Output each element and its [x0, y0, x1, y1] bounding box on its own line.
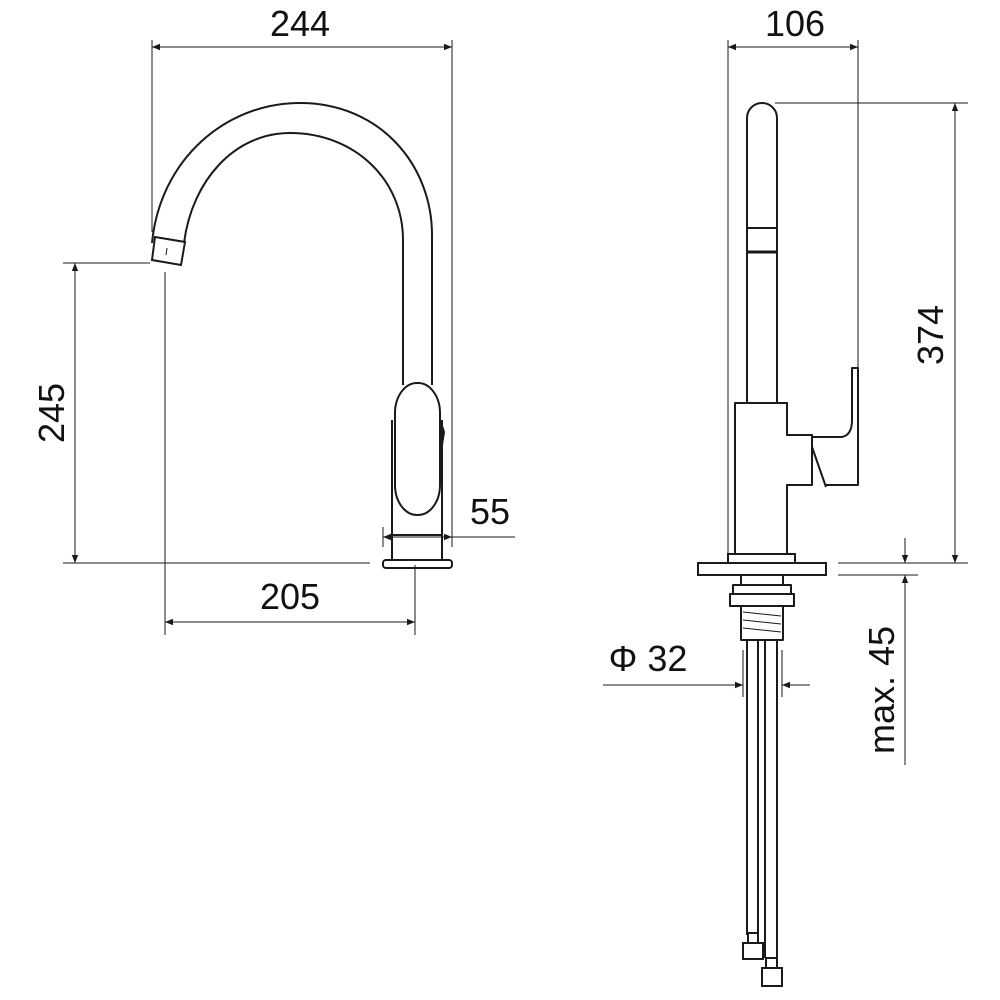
dimension-374: 374 — [775, 102, 968, 564]
dimension-max-45: max. 45 — [838, 538, 918, 765]
dimension-205: 205 — [164, 272, 416, 635]
aerator — [150, 235, 187, 267]
dimension-245: 245 — [31, 262, 370, 564]
dimension-244: 244 — [151, 3, 453, 540]
side-view: 106 374 max. 45 Φ 32 — [603, 3, 968, 987]
dimension-label: 55 — [470, 491, 510, 532]
supply-hoses — [742, 640, 783, 987]
dimension-label: 374 — [910, 305, 951, 365]
mounting-hardware — [697, 553, 827, 641]
dimension-label: 245 — [31, 383, 72, 443]
dimension-phi-32: Φ 32 — [603, 638, 810, 697]
spout — [150, 102, 433, 385]
dimension-label: 244 — [270, 3, 330, 44]
lever — [394, 382, 441, 516]
dimension-label: Φ 32 — [609, 638, 688, 679]
body — [382, 382, 453, 569]
body — [734, 367, 859, 553]
dimension-55: 55 — [382, 491, 515, 547]
base-plate — [382, 559, 453, 569]
front-view: 244 245 205 55 — [31, 3, 515, 635]
dimension-label: max. 45 — [861, 626, 902, 754]
dimension-label: 205 — [260, 576, 320, 617]
hose-connector — [742, 942, 764, 960]
dimension-label: 106 — [765, 3, 825, 44]
hose-connector — [761, 967, 783, 987]
spout — [746, 102, 778, 403]
dimension-106: 106 — [727, 3, 859, 555]
